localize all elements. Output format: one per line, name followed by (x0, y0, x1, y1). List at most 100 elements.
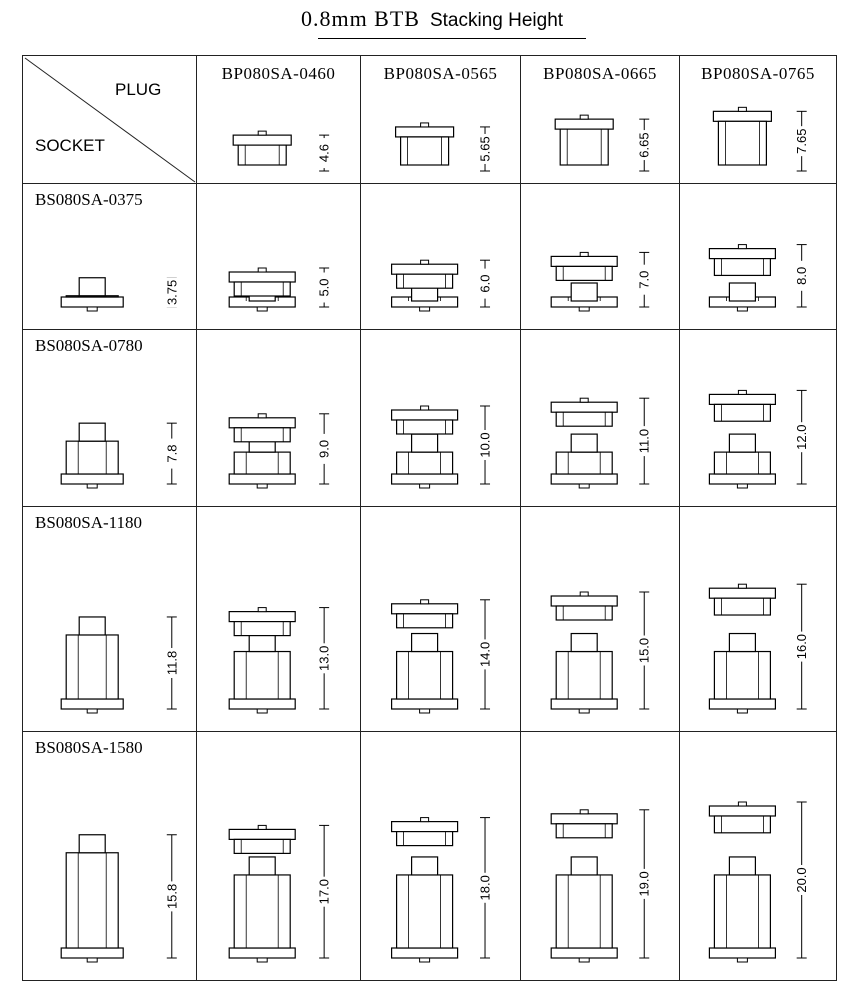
plug-body (395, 419, 454, 435)
socket-peg (578, 483, 590, 489)
stack-cell: 11.0 (520, 329, 680, 507)
stack-drawing: 13.0 (228, 607, 332, 714)
socket-name: BS080SA-1580 (35, 738, 143, 757)
socket-tower (248, 856, 276, 876)
plug-drawing: 6.65 (554, 114, 652, 172)
plug-housing-top (228, 828, 296, 841)
socket-base (60, 698, 124, 710)
stack-cell: 19.0 (520, 731, 680, 981)
socket-base (550, 947, 618, 959)
title-sub: Stacking Height (429, 10, 564, 31)
dimension-label: 15.8 (164, 884, 179, 909)
dimension-label: 16.0 (794, 634, 809, 659)
plug-body (395, 613, 454, 629)
dimension-label: 20.0 (794, 867, 809, 892)
plug-body (237, 144, 287, 166)
socket-peg (578, 708, 590, 714)
plug-housing-top (550, 595, 618, 607)
plug-housing-top (550, 813, 618, 825)
plug-body (233, 281, 291, 297)
plug-post (420, 599, 430, 605)
plug-body (395, 830, 454, 847)
socket-body (555, 451, 613, 475)
plug-label: PLUG (115, 80, 162, 99)
plug-post (579, 114, 589, 120)
stack-drawing: 18.0 (391, 817, 493, 963)
socket-base (708, 473, 776, 485)
plug-housing-top (394, 126, 455, 138)
stack-drawing: 7.0 (550, 251, 652, 312)
socket-name: BS080SA-0780 (35, 336, 143, 355)
socket-tower (78, 422, 106, 442)
plug-post (737, 583, 747, 589)
socket-base (228, 473, 296, 485)
dimension-label: 5.65 (478, 136, 493, 161)
stack-cell: 18.0 (360, 731, 521, 981)
socket-drawing: 3.75 (60, 277, 179, 312)
plug-body (559, 128, 609, 166)
socket-peg (419, 483, 431, 489)
plug-body (233, 838, 291, 855)
plug-post (257, 267, 267, 273)
socket-drawing: 7.8 (60, 422, 179, 489)
dimension-label: 14.0 (478, 642, 493, 667)
dimension-label: 4.6 (317, 144, 332, 162)
plug-post (257, 130, 267, 136)
stack-cell: 10.0 (360, 329, 521, 507)
socket-body (713, 874, 772, 949)
plug-body (713, 597, 772, 616)
plug-post (737, 106, 747, 112)
socket-base (391, 473, 459, 485)
plug-housing-top (708, 393, 776, 406)
plug-housing-top (391, 603, 459, 615)
socket-peg (736, 483, 748, 489)
plug-body (555, 411, 613, 427)
socket-body (65, 440, 119, 475)
socket-base (708, 947, 776, 959)
socket-body (65, 634, 119, 700)
stack-drawing: 19.0 (550, 809, 652, 963)
stack-cell: 14.0 (360, 506, 521, 732)
socket-base (60, 473, 124, 485)
stack-drawing: 15.0 (550, 591, 652, 714)
plug-post (737, 389, 747, 395)
plug-post (579, 591, 589, 597)
plug-housing-top (391, 820, 459, 833)
stack-cell: 15.0 (520, 506, 680, 732)
dimension-label: 7.8 (164, 445, 179, 463)
stack-cell: 20.0 (679, 731, 837, 981)
dimension-label: 5.0 (317, 278, 332, 296)
socket-peg (736, 957, 748, 963)
dimension-label: 7.0 (637, 271, 652, 289)
stack-drawing: 11.0 (550, 397, 652, 489)
stack-drawing: 8.0 (708, 244, 809, 312)
socket-tower (78, 834, 106, 854)
dimension-label: 19.0 (637, 871, 652, 896)
dimension-label: 8.0 (794, 267, 809, 285)
stack-cell: 9.0 (196, 329, 361, 507)
socket-peg (86, 306, 98, 312)
plug-post (579, 251, 589, 257)
corner-cell: PLUG SOCKET (22, 55, 197, 184)
plug-housing-top (708, 587, 776, 599)
socket-tower (728, 632, 757, 653)
dimension-label: 13.0 (317, 646, 332, 671)
plug-body (713, 403, 772, 422)
plug-post (257, 413, 267, 419)
plug-body (713, 815, 772, 834)
socket-body (233, 874, 291, 949)
socket-tower (78, 616, 106, 636)
title-underline (318, 38, 586, 39)
plug-body (713, 257, 772, 277)
plug-name: BP080SA-0460 (221, 64, 336, 83)
socket-base (228, 947, 296, 959)
socket-body (555, 650, 613, 700)
plug-body (399, 136, 450, 166)
plug-drawing: 5.65 (394, 122, 493, 172)
socket-header-cell: BS080SA-1580 15.8 (22, 731, 197, 981)
